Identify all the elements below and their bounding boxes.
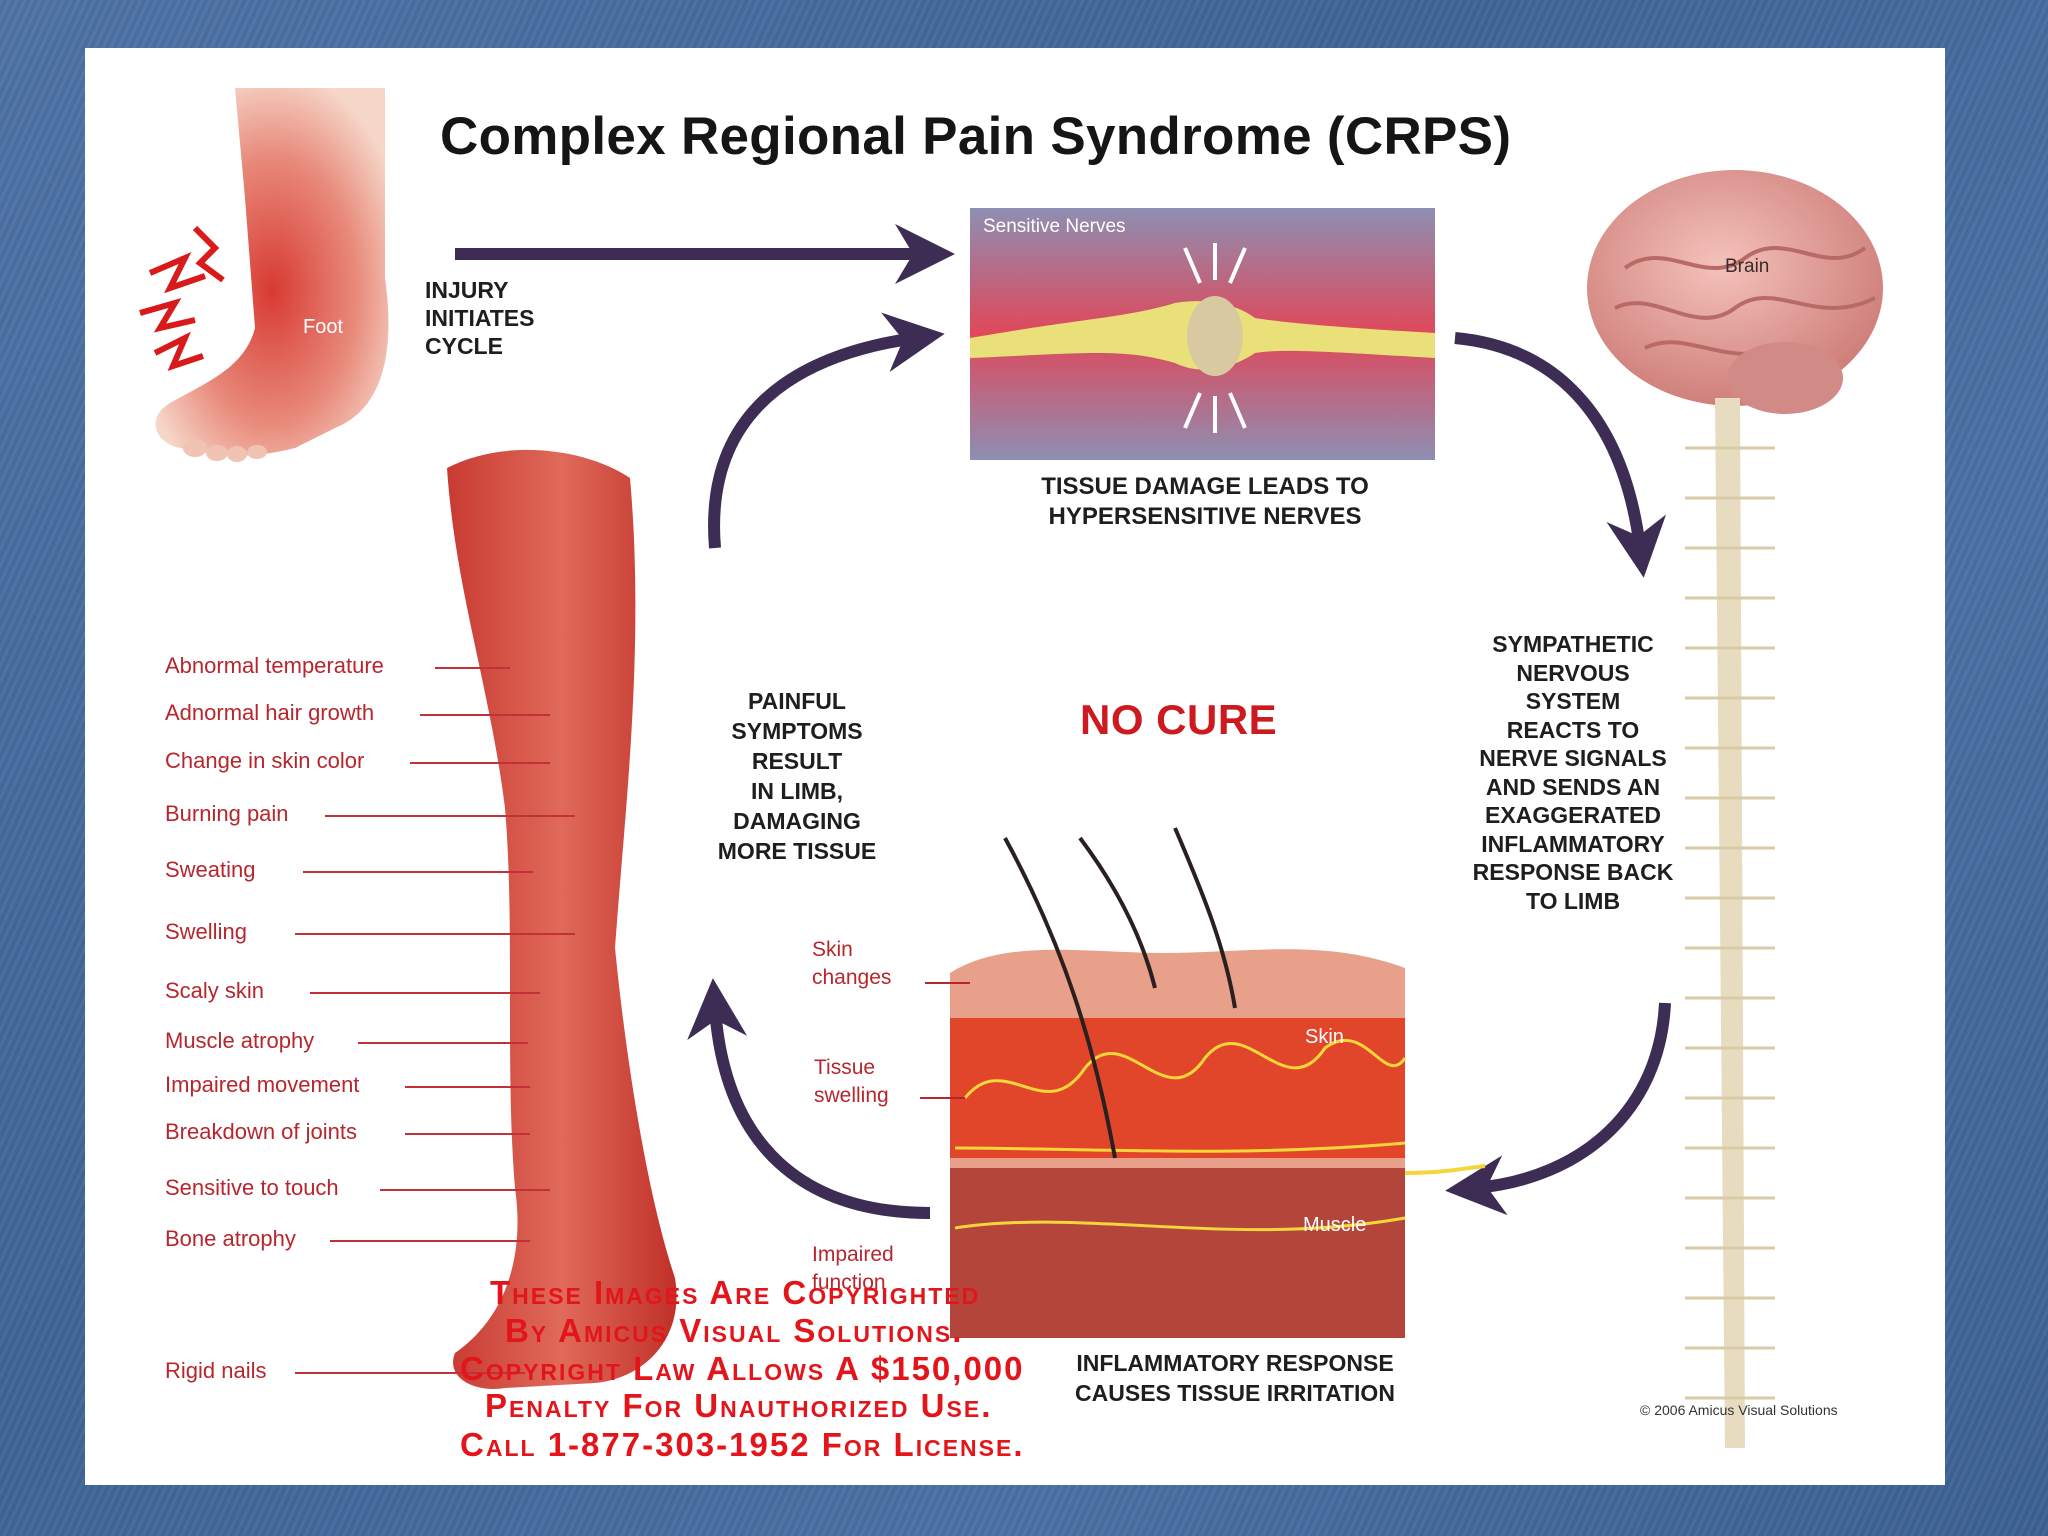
symptom-burning-pain: Burning pain bbox=[165, 801, 289, 826]
symptom-leader-line bbox=[295, 933, 575, 935]
symptom-muscle-atrophy: Muscle atrophy bbox=[165, 1028, 315, 1053]
skin-label: Skin bbox=[1305, 1026, 1344, 1048]
skin-changes-label: Skin changes bbox=[812, 938, 892, 989]
sensitive-nerves-label: Sensitive Nerves bbox=[983, 216, 1126, 237]
no-cure-label: NO CURE bbox=[1080, 696, 1278, 743]
foot-illustration bbox=[139, 88, 389, 462]
cycle-arrow-left-up bbox=[687, 978, 931, 1219]
symptom-leader-line bbox=[435, 667, 510, 669]
symptom-leader-line bbox=[358, 1042, 528, 1044]
symptom-scaly-skin: Scaly skin bbox=[165, 978, 265, 1003]
symptom-hair-growth: Adnormal hair growth bbox=[165, 700, 375, 725]
copyright-note: © 2006 Amicus Visual Solutions bbox=[1640, 1402, 1838, 1418]
injury-label: INJURY INITIATES CYCLE bbox=[425, 277, 535, 359]
symptom-leader-line bbox=[405, 1133, 530, 1135]
inflammatory-label: INFLAMMATORY RESPONSE CAUSES TISSUE IRRI… bbox=[1075, 1350, 1395, 1406]
diagram-artwork bbox=[139, 88, 1883, 1448]
symptom-sweating: Sweating bbox=[165, 857, 256, 882]
foot-label: Foot bbox=[303, 316, 344, 338]
symptom-sensitive-to-touch: Sensitive to touch bbox=[165, 1175, 339, 1200]
symptom-leader-line bbox=[325, 815, 575, 817]
symptom-leader-line bbox=[410, 762, 550, 764]
sympathetic-label: SYMPATHETIC NERVOUS SYSTEM REACTS TO NER… bbox=[1472, 631, 1674, 914]
leg-illustration bbox=[447, 449, 677, 1389]
watermark-line-3: Copyright Law Allows A $150,000 bbox=[460, 1350, 1025, 1387]
watermark-line-1: These Images Are Copyrighted bbox=[490, 1274, 981, 1311]
symptom-abnormal-temperature: Abnormal temperature bbox=[165, 653, 384, 678]
diagram-title: Complex Regional Pain Syndrome (CRPS) bbox=[440, 107, 1512, 166]
diagram-panel: Complex Regional Pain Syndrome (CRPS) IN… bbox=[85, 48, 1945, 1485]
watermark-line-2: By Amicus Visual Solutions. bbox=[505, 1312, 964, 1349]
muscle-label: Muscle bbox=[1303, 1214, 1367, 1236]
symptom-swelling: Swelling bbox=[165, 919, 247, 944]
brain-label: Brain bbox=[1725, 256, 1770, 277]
spinal-cord-illustration bbox=[1685, 398, 1775, 1448]
cycle-arrow-bottom-left bbox=[1445, 1002, 1671, 1216]
symptom-bone-atrophy: Bone atrophy bbox=[165, 1226, 296, 1251]
brain-illustration bbox=[1587, 170, 1883, 414]
symptom-rigid-nails: Rigid nails bbox=[165, 1358, 267, 1383]
cycle-arrow-right-down bbox=[1454, 332, 1667, 578]
symptom-leader-line bbox=[405, 1086, 530, 1088]
painful-symptoms-label: PAINFUL SYMPTOMS RESULT IN LIMB, DAMAGIN… bbox=[717, 688, 877, 864]
symptom-leader-line bbox=[330, 1240, 530, 1242]
impaired-function-label: Impaired function bbox=[812, 1243, 894, 1294]
cycle-arrow-up bbox=[708, 312, 945, 549]
watermark-line-4: Penalty For Unauthorized Use. bbox=[485, 1387, 993, 1424]
symptom-impaired-movement: Impaired movement bbox=[165, 1072, 360, 1097]
symptom-leader-line bbox=[295, 1372, 525, 1374]
symptom-breakdown-of-joints: Breakdown of joints bbox=[165, 1119, 357, 1144]
symptom-skin-color: Change in skin color bbox=[165, 748, 365, 773]
tissue-swelling-label: Tissue swelling bbox=[814, 1056, 889, 1107]
symptom-leader-line bbox=[420, 714, 550, 716]
symptom-leader-line bbox=[310, 992, 540, 994]
nerve-illustration bbox=[970, 208, 1435, 460]
symptom-leader-line bbox=[380, 1189, 550, 1191]
symptom-leader-line bbox=[303, 871, 533, 873]
tissue-damage-label: TISSUE DAMAGE LEADS TO HYPERSENSITIVE NE… bbox=[1041, 473, 1369, 530]
watermark-line-5: Call 1-877-303-1952 For License. bbox=[460, 1426, 1025, 1463]
tissue-illustration bbox=[950, 827, 1486, 1338]
